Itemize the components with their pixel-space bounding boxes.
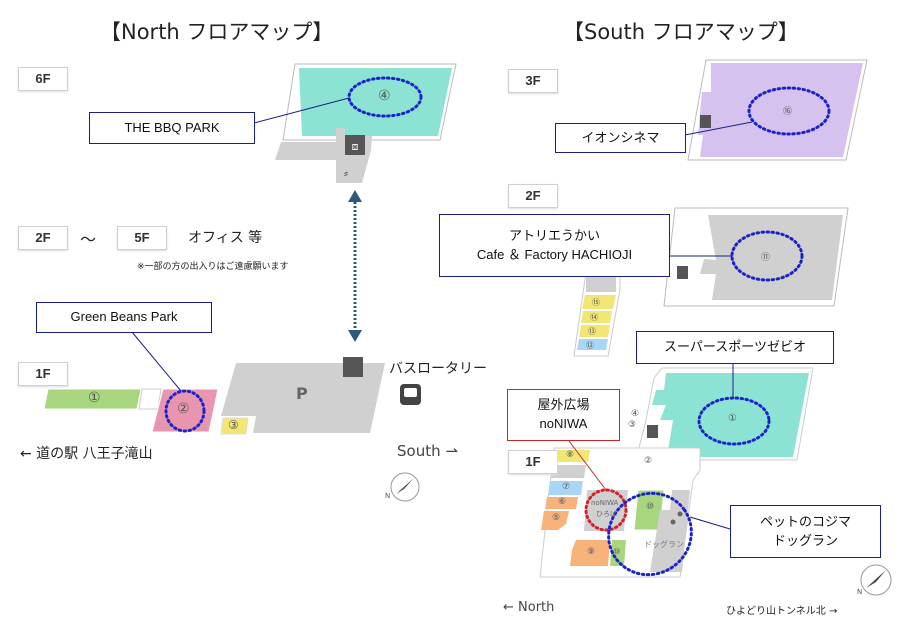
north-1f-area-3 <box>220 417 249 435</box>
south-1f-area-8 <box>554 450 590 462</box>
south-2f-elevator-icon <box>677 266 688 279</box>
callout-aeon-cinema[interactable]: イオンシネマ <box>555 123 686 153</box>
south-floor-3f[interactable]: 3F <box>508 69 558 93</box>
south-1f-noniwa-plaza <box>584 490 628 531</box>
south-area-8-label: ⑧ <box>566 450 575 460</box>
bus-rotary-label: バスロータリー <box>389 361 487 377</box>
office-label: オフィス 等 <box>188 230 263 246</box>
south-1f-area-10b <box>610 540 626 566</box>
noniwa-plaza-label-1: noNIWA <box>591 499 619 507</box>
north-floor-2f[interactable]: 2F <box>18 226 68 250</box>
callout-green-beans-park[interactable]: Green Beans Park <box>36 302 212 333</box>
south-area-3-label: ③ <box>628 420 637 430</box>
noniwa-plaza-label-2: ひろば <box>596 510 617 518</box>
south-2f-area-14 <box>581 311 612 323</box>
south-2f-area-12 <box>577 339 608 350</box>
south-area-6-label: ⑥ <box>558 497 567 507</box>
north-floor-5f[interactable]: 5F <box>117 226 167 250</box>
north-greenbeans-highlight <box>164 389 206 433</box>
north-1f-restroom <box>138 388 162 410</box>
south-1f-elevator-icon <box>647 425 658 438</box>
south-area-1-label: ① <box>728 413 737 424</box>
south-1f-area-6 <box>545 497 578 509</box>
south-2f-area-15 <box>582 295 616 309</box>
south-dogrun-highlight <box>607 491 693 577</box>
south-xebio-highlight <box>697 396 771 446</box>
south-area-4-label: ④ <box>631 409 640 419</box>
south-2f-area-13 <box>579 325 610 337</box>
office-note: ※一部の方の出入りはご遠慮願います <box>137 262 289 272</box>
south-area-5-label: ⑤ <box>552 513 561 523</box>
south-2f-area-11 <box>700 215 843 300</box>
callout-atelier-ukai[interactable]: アトリエうかい Cafe ＆ Factory HACHIOJI <box>439 214 670 277</box>
north-floor-1f[interactable]: 1F <box>18 362 68 386</box>
south-1f-area-9 <box>570 540 610 566</box>
south-3f-area-16 <box>698 63 863 157</box>
south-1f-area-7 <box>548 481 583 495</box>
paw-icon <box>677 511 683 517</box>
south-area-12-label: ⑫ <box>586 341 594 350</box>
south-floor-2f[interactable]: 2F <box>508 184 558 208</box>
callout-noniwa[interactable]: 屋外広場 noNIWA <box>507 389 620 441</box>
dogrun-label: ドッグラン <box>644 540 684 549</box>
south-area-10b-label: ⑩ <box>613 547 621 556</box>
south-floor-1f[interactable]: 1F <box>508 450 557 474</box>
north-1f-area-1 <box>43 388 142 410</box>
south-1f-dogrun <box>650 490 690 572</box>
north-1f-elevator-icon <box>343 357 363 377</box>
callout-the-bbq-park[interactable]: THE BBQ PARK <box>89 112 255 144</box>
floor-link-arrow-up <box>348 190 362 202</box>
south-1f-gray-slot <box>551 465 586 478</box>
south-2f-gray-slot <box>586 277 616 292</box>
north-1f-parking <box>221 363 385 433</box>
floor-range-separator: 〜 <box>80 230 97 249</box>
north-area-4-label: ④ <box>378 88 391 104</box>
north-area-1-label: ① <box>88 390 101 406</box>
nav-hiyodoriyama-link[interactable]: ひよどり山トンネル北 → <box>726 606 838 617</box>
svg-text:⧈: ⧈ <box>352 140 359 153</box>
north-floor-6f[interactable]: 6F <box>18 67 68 91</box>
south-area-16-label: ⑯ <box>783 107 793 117</box>
nav-north-link[interactable]: ← North <box>503 600 555 615</box>
south-area-7-label: ⑦ <box>562 482 571 492</box>
stairs-icon: ⸗ <box>344 166 348 180</box>
north-bbq-highlight <box>347 76 423 118</box>
south-atelier-highlight <box>730 230 804 282</box>
south-1f-area-5 <box>541 511 569 530</box>
north-area-3-label: ③ <box>228 418 239 432</box>
south-area-14-label: ⑭ <box>590 313 598 322</box>
floor-link-arrow-down <box>348 330 362 342</box>
south-1f-area-1 <box>652 373 809 457</box>
callout-pet-kojima-dogrun[interactable]: ペットのコジマ ドッグラン <box>730 505 881 558</box>
north-map-title: 【North フロアマップ】 <box>100 20 334 44</box>
south-area-11-label: ⑪ <box>761 253 771 263</box>
south-compass-n: N <box>857 588 863 596</box>
south-area-2-label: ② <box>644 456 653 466</box>
parking-label: P <box>296 384 308 403</box>
south-cinema-highlight <box>747 86 831 136</box>
south-area-10-label: ⑩ <box>646 502 655 512</box>
south-area-9-label: ⑨ <box>587 547 596 557</box>
south-area-13-label: ⑬ <box>588 327 596 336</box>
south-3f-elevator-icon <box>700 115 711 128</box>
elevator-icon <box>345 135 365 155</box>
south-map-title: 【South フロアマップ】 <box>563 20 799 44</box>
north-compass-n: N <box>385 492 391 500</box>
north-area-2-label: ② <box>177 401 190 417</box>
callout-super-sports-xebio[interactable]: スーパースポーツゼビオ <box>636 331 834 364</box>
south-area-15-label: ⑮ <box>592 298 600 307</box>
nav-south-link[interactable]: South ⇀ <box>397 442 458 460</box>
nav-michinoeki-link[interactable]: ← 道の駅 八王子滝山 <box>20 446 153 462</box>
